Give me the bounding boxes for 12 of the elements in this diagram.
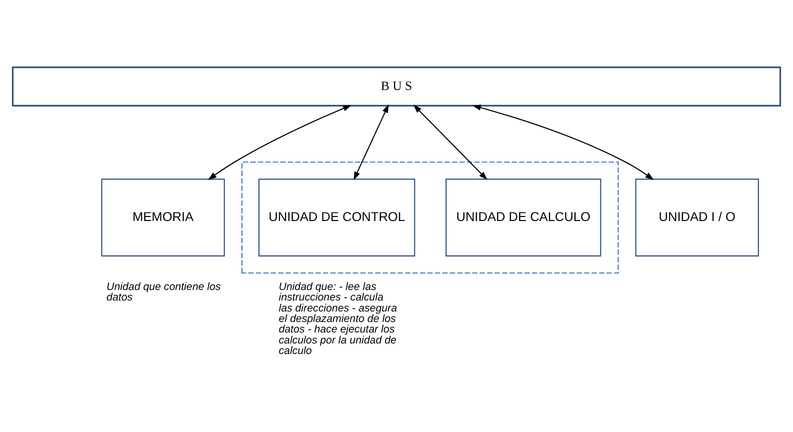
arrow bbox=[472, 104, 654, 180]
node-label: Unidad que contiene los datos bbox=[106, 280, 221, 304]
node-box: UNIDAD DE CALCULO bbox=[446, 178, 602, 256]
node-box: B U S bbox=[12, 66, 782, 106]
node-box: UNIDAD DE CONTROL bbox=[258, 178, 416, 256]
node-box: MEMORIA bbox=[101, 178, 225, 256]
arrow bbox=[354, 104, 389, 180]
arrow bbox=[208, 104, 352, 180]
arrow bbox=[413, 104, 488, 180]
node-box: UNIDAD I / O bbox=[635, 178, 759, 256]
node-label: Unidad que: - lee las instrucciones - calcula las direcciones - asegura el desplazamiento de los datos - hace ejecutar los calculos por la unidad de calculo bbox=[278, 280, 398, 357]
cluster bbox=[241, 161, 619, 274]
